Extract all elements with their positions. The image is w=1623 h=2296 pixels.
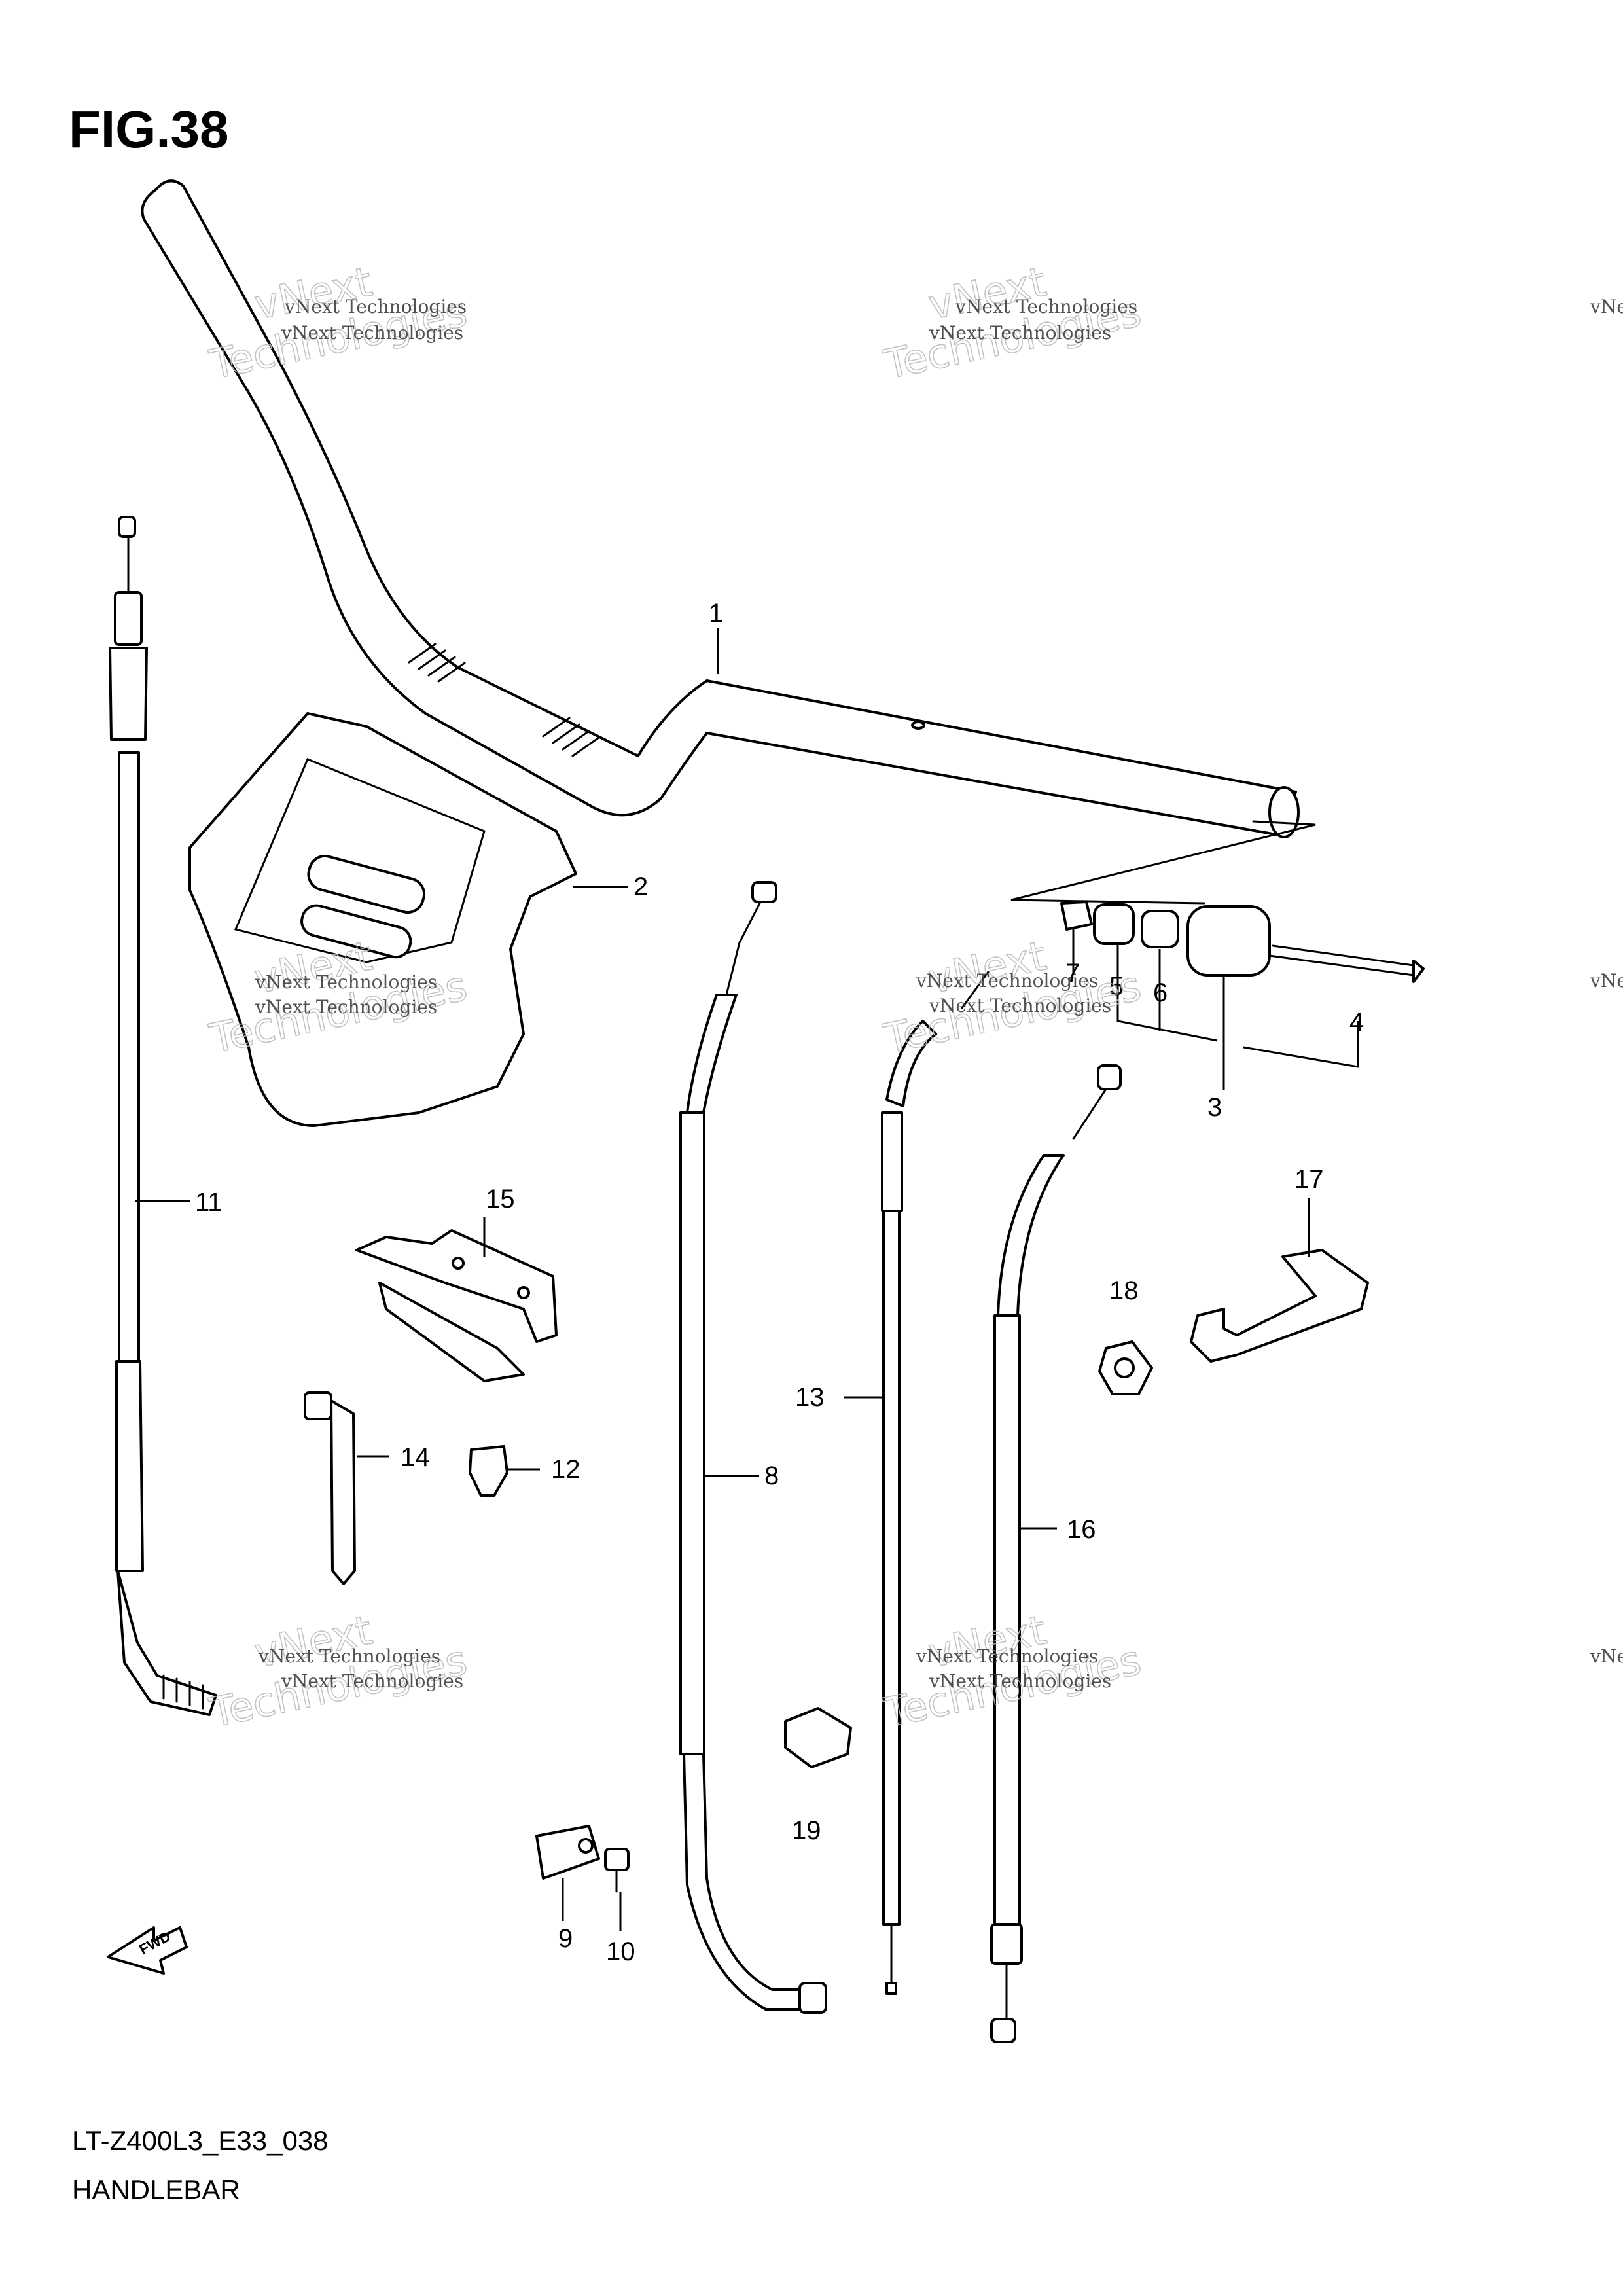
watermark-small: vNext Technologies bbox=[916, 1645, 1098, 1667]
bolt-10-part bbox=[604, 1848, 630, 1893]
figure-title: FIG.38 bbox=[69, 100, 229, 158]
callout-9: 9 bbox=[558, 1924, 573, 1953]
model-code: LT-Z400L3_E33_038 bbox=[72, 2125, 329, 2156]
section-name: HANDLEBAR bbox=[72, 2174, 240, 2205]
watermark-small: vNext Technologies bbox=[255, 996, 437, 1018]
callout-5: 5 bbox=[1109, 972, 1124, 1001]
callout-11: 11 bbox=[195, 1188, 223, 1217]
watermark-small: vNext Technologies bbox=[281, 322, 463, 344]
callout-1: 1 bbox=[709, 599, 723, 628]
callout-3: 3 bbox=[1207, 1093, 1222, 1122]
watermark-small: vNext Technologies bbox=[929, 1670, 1111, 1692]
cable-13-part bbox=[881, 971, 990, 1995]
watermark-small: vNext Technologies bbox=[916, 970, 1098, 992]
handlebar-part bbox=[141, 179, 1300, 838]
callout-17: 17 bbox=[1294, 1165, 1324, 1194]
callout-13: 13 bbox=[795, 1383, 825, 1412]
callout-16: 16 bbox=[1067, 1515, 1096, 1544]
clip-12-part bbox=[469, 1445, 508, 1497]
cable-11-part bbox=[109, 516, 217, 1716]
forward-arrow-icon: FWD bbox=[107, 1926, 188, 1975]
watermark-small: vNext Technologies bbox=[255, 971, 437, 993]
section-cut-line bbox=[1010, 820, 1316, 905]
bar-end-assembly bbox=[1060, 901, 1425, 983]
bracket-17-part bbox=[1190, 1249, 1369, 1363]
tie-14-part bbox=[304, 1391, 356, 1585]
leader-lines bbox=[135, 628, 1359, 1931]
watermarks: vNext Technologies vNext Technologies vN… bbox=[205, 257, 1623, 1738]
watermark-small: vNext Technologies bbox=[955, 296, 1137, 317]
watermark-small-edge: vNext Technologies bbox=[1590, 296, 1623, 317]
clamp-9-part bbox=[535, 1825, 600, 1880]
callout-2: 2 bbox=[633, 872, 648, 901]
callout-10: 10 bbox=[606, 1937, 635, 1966]
callout-4: 4 bbox=[1349, 1008, 1364, 1037]
callout-15: 15 bbox=[486, 1185, 515, 1213]
watermark-small: vNext Technologies bbox=[284, 296, 467, 317]
callout-7: 7 bbox=[1065, 959, 1080, 988]
callout-18: 18 bbox=[1109, 1276, 1139, 1305]
bracket-15-part bbox=[355, 1229, 558, 1382]
watermark-small-edge: vNext Technologies bbox=[1590, 970, 1623, 992]
watermark-small: vNext Technologies bbox=[929, 995, 1111, 1016]
callout-8: 8 bbox=[764, 1462, 779, 1490]
clamp-18-part bbox=[1098, 1340, 1153, 1395]
cable-8-part bbox=[679, 881, 827, 2014]
cable-16-part bbox=[990, 1064, 1122, 2043]
callout-12: 12 bbox=[551, 1455, 580, 1484]
watermark-small-edge: vNext Technologies bbox=[1590, 1645, 1623, 1667]
callout-19: 19 bbox=[792, 1816, 821, 1845]
watermark-small: vNext Technologies bbox=[258, 1645, 440, 1667]
watermark-small: vNext Technologies bbox=[281, 1670, 463, 1692]
callout-numbers: 1 2 3 4 5 6 7 8 9 10 11 12 13 14 15 16 1… bbox=[195, 599, 1364, 1966]
handlebar-cover-part bbox=[188, 712, 577, 1127]
watermark-small: vNext Technologies bbox=[929, 322, 1111, 344]
callout-6: 6 bbox=[1153, 978, 1168, 1007]
clip-19-part bbox=[784, 1707, 852, 1768]
callout-14: 14 bbox=[401, 1443, 430, 1472]
